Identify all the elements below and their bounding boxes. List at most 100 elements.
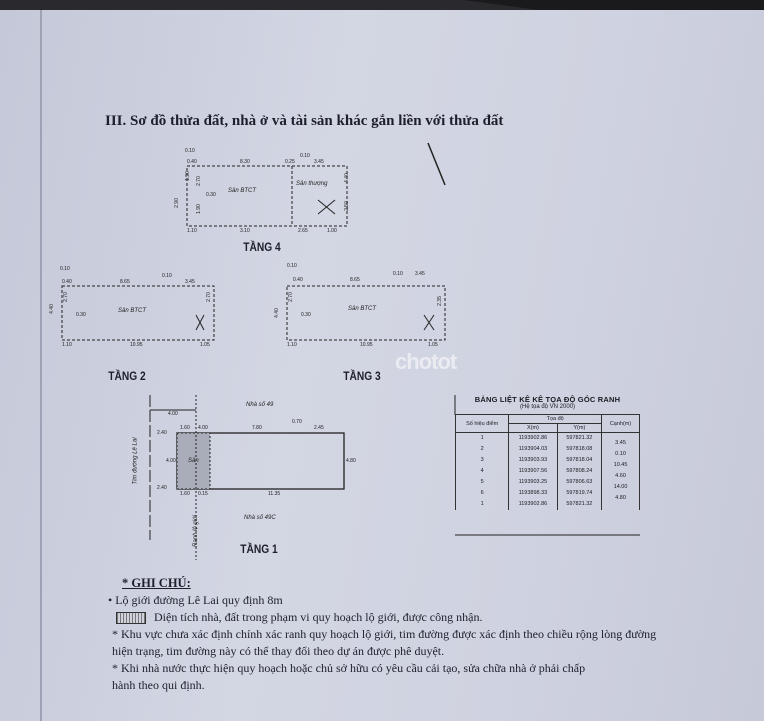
dimension: 1.90 bbox=[195, 204, 202, 214]
dimension: 2.70 bbox=[195, 176, 202, 186]
dimension: 1.05 bbox=[200, 342, 210, 348]
cell-p: 6 bbox=[454, 488, 510, 499]
dimension: 2.50 bbox=[343, 201, 350, 211]
dimension: 0.40 bbox=[62, 279, 72, 285]
section-title: III. Sơ đồ thửa đất, nhà ở và tài sản kh… bbox=[105, 113, 504, 129]
dimension: 4.40 bbox=[343, 173, 350, 183]
cell-p: 2 bbox=[454, 444, 510, 455]
dimension: 4.00 bbox=[198, 425, 208, 431]
dimension: 1.60 bbox=[180, 491, 190, 497]
dimension: 3.45 bbox=[314, 159, 324, 165]
dimension: 1.00 bbox=[327, 228, 337, 234]
dimension: 0.10 bbox=[185, 148, 195, 154]
cell-edge: 14.00 bbox=[601, 482, 640, 493]
dimension: 0.40 bbox=[293, 277, 303, 283]
dimension: 0.30 bbox=[206, 192, 216, 198]
hatch-swatch-icon bbox=[116, 612, 146, 625]
header-edge: Cạnh(m) bbox=[601, 414, 640, 433]
header-coord: Tọa độ bbox=[508, 414, 603, 424]
dimension: 8.65 bbox=[350, 277, 360, 283]
street-centerline-label: Tim đường Lê Lai bbox=[132, 437, 139, 485]
cell-x: 1193904.03 bbox=[508, 444, 558, 455]
header-point: Số hiệu điểm bbox=[454, 414, 510, 433]
dimension: 4.00 bbox=[166, 458, 176, 464]
dimension: 2.35 bbox=[436, 296, 443, 306]
dimension: 2.40 bbox=[157, 430, 167, 436]
cell-x: 1193903.25 bbox=[508, 477, 558, 488]
dimension: 7.80 bbox=[252, 425, 262, 431]
dimension: 0.30 bbox=[76, 312, 86, 318]
neighbor-label: Nhà số 49C bbox=[244, 515, 276, 521]
north-arrow-icon bbox=[427, 142, 446, 186]
cell-edge: 10.45 bbox=[601, 460, 640, 471]
cell-p: 5 bbox=[454, 477, 510, 488]
dimension: 0.10 bbox=[393, 271, 403, 277]
floor3-outline bbox=[286, 285, 446, 341]
setback-area bbox=[176, 432, 211, 490]
dimension: 2.70 bbox=[62, 292, 69, 302]
dimension: 10.95 bbox=[130, 342, 143, 348]
dimension: 4.40 bbox=[273, 308, 280, 318]
floor1-title: TẦNG 1 bbox=[240, 542, 278, 556]
floor4-room-label: Sân BTCT bbox=[228, 188, 257, 194]
dimension: 0.10 bbox=[162, 273, 172, 279]
cell-edge bbox=[601, 499, 640, 510]
dimension: 0.40 bbox=[187, 159, 197, 165]
cell-y: 597819.74 bbox=[556, 488, 603, 499]
note-item: * Khu vực chưa xác định chính xác ranh q… bbox=[112, 627, 657, 658]
dimension: 1.10 bbox=[62, 342, 72, 348]
dimension: 0.10 bbox=[60, 266, 70, 272]
dimension: 3.45 bbox=[185, 279, 195, 285]
floor4-outline bbox=[186, 165, 348, 227]
dimension: 4.00 bbox=[168, 411, 178, 417]
cell-x: 1193898.33 bbox=[508, 488, 558, 499]
page-fold bbox=[40, 10, 42, 721]
dimension: 4.80 bbox=[346, 458, 356, 464]
legend-item: Diện tích nhà, đất trong phạm vi quy hoạ… bbox=[116, 609, 668, 626]
cell-x: 1193902.86 bbox=[508, 432, 558, 444]
dimension: 0.30 bbox=[301, 312, 311, 318]
dimension: 11.35 bbox=[268, 491, 281, 497]
dimension: 0.25 bbox=[285, 159, 295, 165]
floor3-title: TẦNG 3 bbox=[343, 369, 381, 383]
cell-p: 1 bbox=[454, 432, 510, 444]
dimension: 8.30 bbox=[240, 159, 250, 165]
cell-edge: 4.80 bbox=[601, 493, 640, 504]
floor1-room-label: Sân bbox=[188, 458, 199, 464]
cell-y: 597818.08 bbox=[556, 444, 603, 455]
cell-x: 1193903.93 bbox=[508, 455, 558, 466]
dimension: 0.10 bbox=[300, 153, 310, 159]
dimension: 2.65 bbox=[298, 228, 308, 234]
cell-p: 4 bbox=[454, 466, 510, 477]
note-item: • Lộ giới đường Lê Lai quy định 8m bbox=[108, 593, 283, 607]
cell-edge: 3.45 bbox=[601, 437, 640, 449]
neighbor-label: Nhà số 49 bbox=[246, 402, 274, 408]
cell-edge: 0.10 bbox=[601, 449, 640, 460]
cell-p: 1 bbox=[454, 499, 510, 510]
floor2-room-label: Sân BTCT bbox=[118, 308, 147, 314]
floor2-title: TẦNG 2 bbox=[108, 369, 146, 383]
dimension: 3.45 bbox=[415, 271, 425, 277]
dimension: 8.65 bbox=[120, 279, 130, 285]
dimension: 10.95 bbox=[360, 342, 373, 348]
note-item: * Khi nhà nước thực hiện quy hoạch hoặc … bbox=[112, 661, 586, 692]
dimension: 2.45 bbox=[314, 425, 324, 431]
cell-p: 3 bbox=[454, 455, 510, 466]
dimension: 2.40 bbox=[157, 485, 167, 491]
cell-y: 597806.63 bbox=[556, 477, 603, 488]
table-title: BẢNG LIỆT KÊ KÊ TỌA ĐỘ GÓC RANH bbox=[474, 395, 621, 404]
dimension: 1.60 bbox=[180, 425, 190, 431]
dimension: 1.10 bbox=[187, 228, 197, 234]
dimension: 2.70 bbox=[287, 292, 294, 302]
header-y: Y(m) bbox=[556, 423, 603, 433]
floor4-room-label: Sân thượng bbox=[296, 181, 328, 187]
floor4-title: TẦNG 4 bbox=[243, 240, 281, 254]
dimension: 0.70 bbox=[292, 419, 302, 425]
cell-x: 1193907.56 bbox=[508, 466, 558, 477]
